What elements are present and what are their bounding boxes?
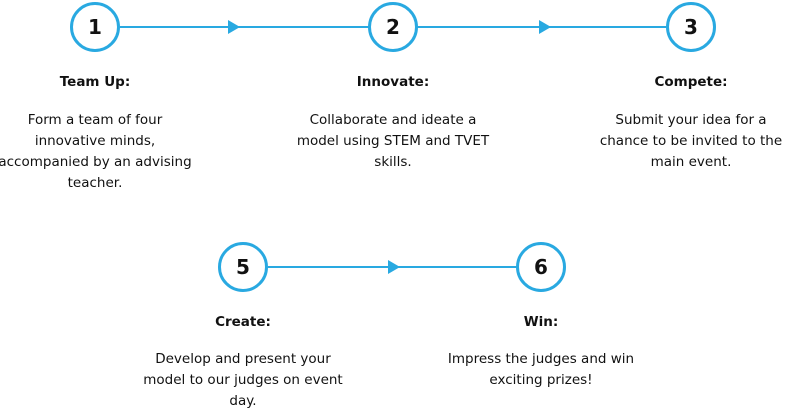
connector-line-1-2 [120, 26, 370, 28]
step-title-3: Compete: [654, 74, 728, 90]
step-number-circle-5: 5 [218, 242, 268, 292]
step-number-circle-1: 1 [70, 2, 120, 52]
step-number-circle-6: 6 [516, 242, 566, 292]
step-title-5: Create: [215, 314, 271, 330]
step-title-2: Innovate: [356, 74, 430, 90]
step-description-5: Develop and present your model to our ju… [143, 351, 343, 409]
step-number-circle-3: 3 [666, 2, 716, 52]
arrow-icon-2-3 [539, 20, 551, 34]
step-description-3: Submit your idea for a chance to be invi… [599, 112, 783, 170]
step-description-6: Impress the judges and win exciting priz… [447, 351, 635, 388]
step-number-circle-2: 2 [368, 2, 418, 52]
step-title-1: Team Up: [59, 74, 131, 90]
arrow-icon-1-2 [228, 20, 240, 34]
arrow-icon-5-6 [388, 260, 400, 274]
step-description-1: Form a team of four innovative minds, ac… [0, 112, 192, 191]
step-description-2: Collaborate and ideate a model using STE… [296, 112, 490, 170]
step-title-6: Win: [523, 314, 559, 330]
